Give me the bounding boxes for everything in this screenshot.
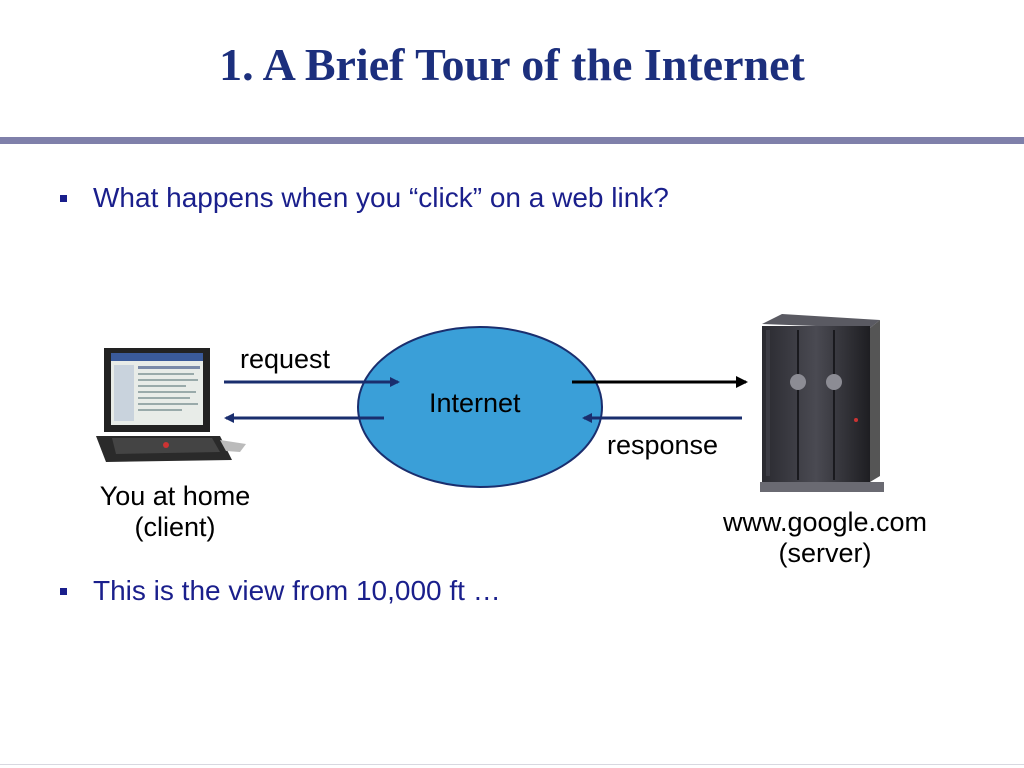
bullet-text-2: This is the view from 10,000 ft … <box>93 575 501 606</box>
server-caption-line2: (server) <box>778 538 872 569</box>
client-caption-line1: You at home <box>99 481 251 511</box>
server-tower-icon <box>760 314 884 492</box>
laptop-icon <box>96 348 246 462</box>
client-caption-line2: (client) <box>134 512 216 543</box>
slide-title: 1. A Brief Tour of the Internet <box>219 39 805 90</box>
server-caption: www.google.com (server) <box>694 507 956 569</box>
internet-cloud <box>357 326 603 488</box>
bullet-square-icon <box>60 587 67 595</box>
bottom-border <box>0 764 1024 765</box>
bullet-square-icon <box>60 194 67 202</box>
response-label: response <box>607 430 719 460</box>
client-caption: You at home (client) <box>80 481 270 543</box>
bullet-item-1: What happens when you “click” on a web l… <box>60 184 669 212</box>
title-divider <box>0 137 1024 144</box>
internet-label: Internet <box>429 388 521 418</box>
bullet-text-1: What happens when you “click” on a web l… <box>93 182 669 213</box>
bullet-item-2: This is the view from 10,000 ft … <box>60 577 501 605</box>
server-caption-line1: www.google.com <box>722 507 928 537</box>
request-label: request <box>240 344 331 374</box>
